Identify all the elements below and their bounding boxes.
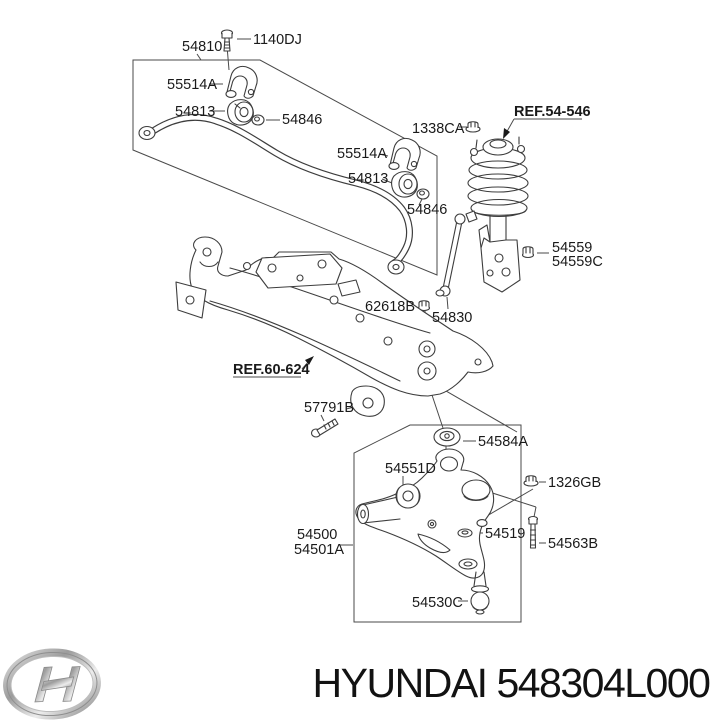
- crossmember: [175, 236, 494, 417]
- bolt-icon-54563b: [527, 515, 539, 549]
- part-label-54519: 54519: [485, 526, 525, 542]
- part-label-54846-upper: 54846: [282, 112, 322, 128]
- nut-icon-54559: [521, 246, 535, 259]
- washer-ring-icon-upper: [251, 114, 265, 126]
- part-labels: 1140DJ 54810 55514A 54813 54846 1338CA R…: [167, 32, 603, 611]
- nut-icon-62618b: [417, 300, 431, 312]
- front-bushing-tube: [356, 496, 401, 525]
- stabilizer-group-box: [132, 59, 438, 276]
- part-label-54559: 54559: [552, 240, 592, 256]
- part-label-1326gb: 1326GB: [548, 475, 601, 491]
- stabilizer-link-icon: [435, 210, 478, 297]
- part-label-54830: 54830: [432, 310, 472, 326]
- bar-end-eye-right: [387, 259, 405, 275]
- part-label-1140dj: 1140DJ: [253, 32, 302, 48]
- control-arm: [355, 448, 495, 579]
- part-label-54559c: 54559C: [552, 254, 603, 270]
- part-label-ref-60-624: REF.60-624: [233, 362, 310, 378]
- bushing-icon-54551d: [395, 483, 421, 509]
- coil-spring: [467, 160, 529, 218]
- ball-joint-icon-54530c: [470, 571, 490, 615]
- control-arm-group-box: [353, 424, 522, 623]
- washer-ring-icon-lower: [416, 188, 430, 200]
- part-label-54813-lower: 54813: [348, 171, 388, 187]
- part-label-54530c: 54530C: [412, 595, 463, 611]
- part-label-ref-54-546: REF.54-546: [514, 104, 591, 120]
- part-label-55514a-upper: 55514A: [167, 77, 217, 93]
- part-label-54810: 54810: [182, 39, 222, 55]
- bar-end-eye-left: [138, 125, 156, 141]
- part-label-54846-lower: 54846: [407, 202, 447, 218]
- part-label-54813-upper: 54813: [175, 104, 215, 120]
- part-label-54500: 54500: [297, 527, 337, 543]
- stabilizer-bracket-icon-lower: [388, 137, 421, 171]
- nut-icon-1326gb: [523, 475, 539, 487]
- washer-icon-54519: [457, 528, 473, 538]
- stabilizer-bushing-icon-lower: [391, 171, 418, 198]
- bolt-icon-57791b: [310, 418, 339, 438]
- hyundai-logo-icon: [3, 648, 101, 720]
- nut-icon-1338ca: [465, 121, 481, 133]
- footer-caption: HYUNDAI 548304L000: [313, 660, 711, 706]
- part-label-54551d: 54551D: [385, 461, 436, 477]
- stabilizer-bushing-icon-upper: [227, 99, 254, 126]
- stabilizer-bracket-icon-upper: [225, 65, 258, 99]
- strut-assembly: [467, 136, 529, 293]
- part-label-54501a: 54501A: [294, 542, 344, 558]
- part-label-57791b: 57791B: [304, 400, 354, 416]
- stabilizer-bar: [138, 113, 413, 275]
- knuckle-bracket: [478, 224, 521, 293]
- part-label-55514a-lower: 55514A: [337, 146, 387, 162]
- part-label-62618b: 62618B: [365, 299, 415, 315]
- part-label-54584a: 54584A: [478, 434, 528, 450]
- part-label-54563b: 54563B: [548, 536, 598, 552]
- bolt-icon-1140dj: [220, 29, 234, 52]
- part-label-1338ca: 1338CA: [412, 121, 465, 137]
